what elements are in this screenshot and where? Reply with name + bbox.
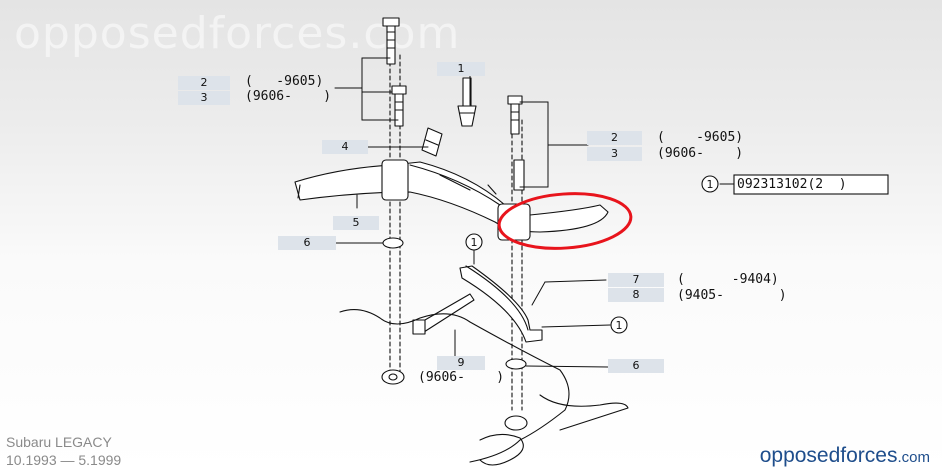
part-code-text: 092313102(2 ) bbox=[737, 177, 847, 192]
callout-4: 4 bbox=[322, 140, 368, 154]
water-pipe-lower bbox=[459, 265, 543, 343]
callout-3-left: 3 bbox=[178, 91, 230, 105]
bolt-long bbox=[382, 17, 400, 65]
brand-domain: .com bbox=[897, 449, 930, 466]
callout-5: 5 bbox=[333, 216, 379, 230]
circled-marks: 1 1 1 bbox=[465, 175, 719, 334]
callout-2-right: 2 bbox=[587, 131, 642, 145]
bolt-short-left bbox=[391, 85, 407, 127]
engine-outline bbox=[339, 309, 629, 466]
circle-mark-upper: 1 bbox=[471, 236, 478, 249]
circle-mark-legend: 1 bbox=[707, 178, 714, 191]
highlight-ellipse bbox=[497, 192, 633, 250]
model-name: Subaru LEGACY bbox=[6, 434, 112, 450]
circle-mark-right: 1 bbox=[616, 319, 623, 332]
callout-8: 8 bbox=[608, 288, 664, 302]
callout-2-left: 2 bbox=[178, 76, 230, 90]
callout-6-left: 6 bbox=[278, 236, 336, 250]
callout-3-right: 3 bbox=[587, 147, 642, 161]
callout-9: 9 bbox=[437, 356, 485, 370]
brand-part1: opposed bbox=[759, 444, 841, 467]
grommets bbox=[381, 237, 527, 385]
sensor-part bbox=[457, 77, 477, 127]
range-2-right: ( -9605) bbox=[657, 130, 744, 145]
range-7: ( -9404) bbox=[677, 272, 779, 287]
range-3-right: (9606- ) bbox=[657, 146, 744, 161]
sensor-part-4 bbox=[421, 127, 443, 157]
range-9: (9606- ) bbox=[418, 370, 505, 385]
callout-6-right: 6 bbox=[608, 359, 664, 373]
model-info: Subaru LEGACY 10.1993 — 5.1999 bbox=[6, 433, 121, 469]
leader-lines bbox=[334, 57, 735, 368]
callout-1: 1 bbox=[437, 62, 485, 76]
range-2-left: ( -9605) bbox=[245, 74, 324, 89]
bolt-right bbox=[507, 95, 525, 191]
brand-part2: forces bbox=[840, 444, 898, 467]
model-years: 10.1993 — 5.1999 bbox=[6, 452, 122, 468]
hose-part-9 bbox=[412, 293, 475, 335]
watermark-text: opposedforces.com bbox=[14, 8, 461, 59]
range-3-left: (9606- ) bbox=[245, 89, 332, 104]
callout-7: 7 bbox=[608, 273, 664, 287]
part-code-box bbox=[733, 174, 889, 195]
brand-logo[interactable]: opposedforces.com bbox=[760, 444, 930, 468]
range-8: (9405- ) bbox=[677, 288, 787, 303]
